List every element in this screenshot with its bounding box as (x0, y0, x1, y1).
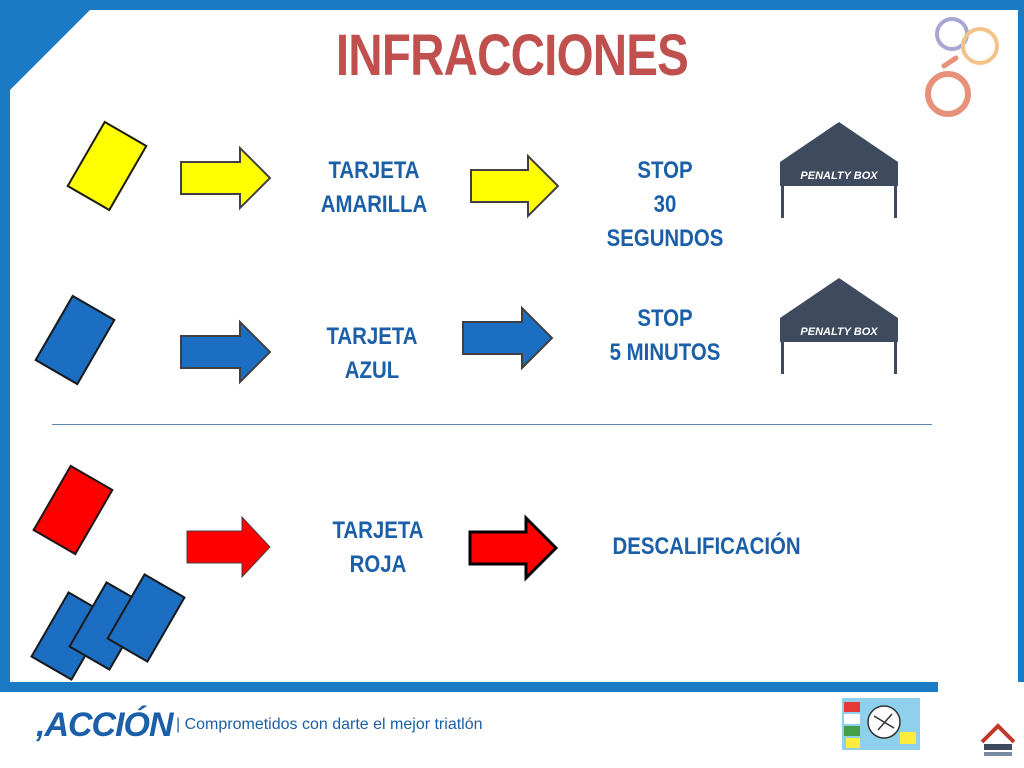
arrow-right-icon (470, 153, 560, 219)
result-line: DESCALIFICACIÓN (612, 533, 801, 560)
penalty-box-tent-icon: PENALTY BOX (780, 122, 898, 218)
section-divider (52, 424, 932, 425)
brand-logo: ,ACCIÓN (36, 706, 174, 744)
result-line: 5 MINUTOS (609, 339, 721, 366)
frame-corner (0, 0, 100, 100)
card-label-red: TARJETA ROJA (319, 514, 438, 582)
card-label-line: TARJETA (328, 157, 420, 184)
penalty-box-tent-icon: PENALTY BOX (780, 278, 898, 374)
arrow-right-icon (468, 514, 559, 582)
card-label-line: ROJA (349, 551, 407, 578)
page-title: INFRACCIONES (335, 23, 689, 88)
penalty-box-label: PENALTY BOX (800, 170, 878, 182)
arrow-right-icon (186, 515, 271, 579)
card-label-line: AZUL (344, 357, 400, 384)
result-yellow: STOP 30 SEGUNDOS (601, 154, 729, 256)
card-label-line: TARJETA (332, 517, 424, 544)
card-label-blue: TARJETA AZUL (313, 320, 432, 388)
card-label-line: TARJETA (326, 323, 418, 350)
result-line: STOP (637, 305, 693, 332)
arrow-right-icon (462, 305, 554, 371)
footer-strip (0, 682, 938, 692)
rings-logo-icon (925, 17, 999, 117)
result-line: SEGUNDOS (606, 225, 724, 252)
card-label-line: AMARILLA (320, 191, 428, 218)
club-badge-icon (842, 698, 920, 750)
footer-tagline: | Comprometidos con darte el mejor triat… (176, 716, 483, 733)
result-line: 30 (653, 191, 677, 218)
card-label-yellow: TARJETA AMARILLA (315, 154, 434, 222)
result-blue: STOP 5 MINUTOS (593, 302, 738, 370)
arrow-right-icon (180, 319, 272, 385)
arrow-right-icon (180, 145, 272, 211)
result-line: STOP (637, 157, 693, 184)
penalty-box-label: PENALTY BOX (800, 326, 878, 338)
triathlon-logo-icon (980, 723, 1016, 756)
result-red: DESCALIFICACIÓN (612, 530, 801, 564)
